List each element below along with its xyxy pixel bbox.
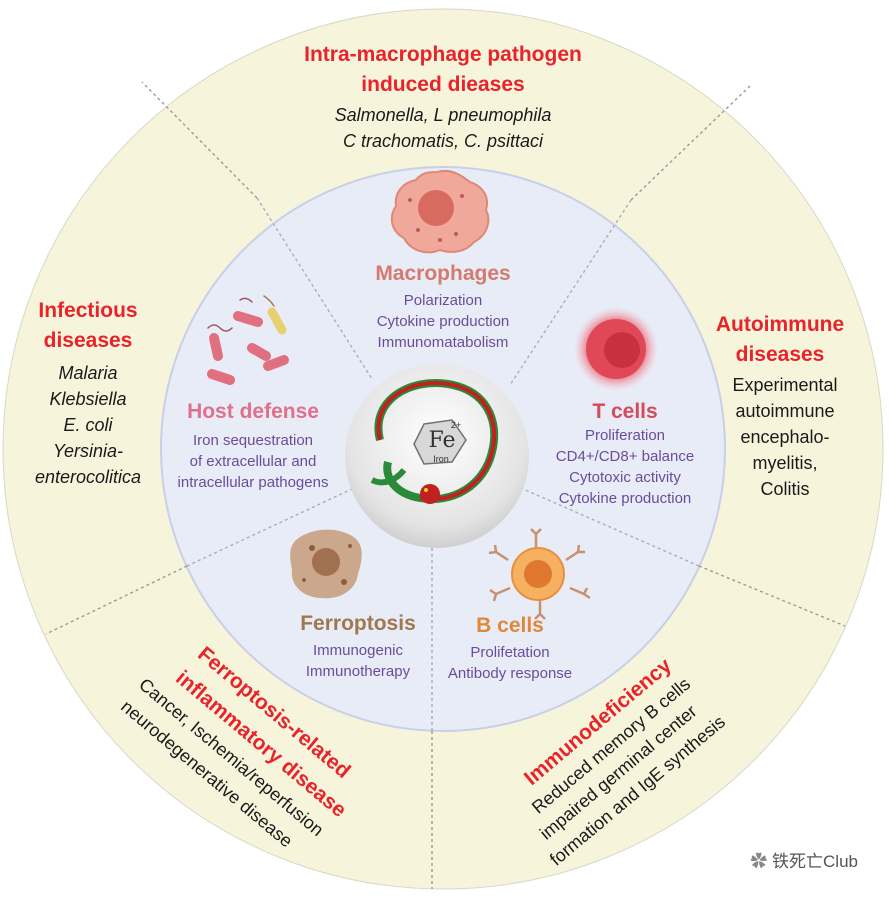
host-defense-title: Host defense (187, 400, 319, 423)
watermark-text: 铁死亡Club (772, 852, 858, 871)
top-section-title-line2: induced dieases (361, 73, 525, 96)
center-element-subtitle: Iron (433, 454, 449, 464)
ferroptosis-item: Immunogenic (312, 642, 404, 659)
b-cells-title: B cells (476, 614, 544, 637)
wechat-icon: ✿ (750, 852, 768, 871)
macrophages-item: Polarization (403, 292, 483, 309)
inner-dividers (186, 197, 700, 731)
top-section-title-line1: Intra-macrophage pathogen (304, 43, 582, 66)
t-cells-item: Cytotoxic activity (569, 469, 681, 486)
center-element-charge: 2+ (450, 420, 462, 430)
host-defense-item: of extracellular and (189, 453, 317, 470)
right-section-item: autoimmune (735, 401, 835, 421)
macrophage-icon (390, 170, 490, 254)
t-cells-item: Cytokine production (558, 490, 692, 507)
iron-dragon-emblem (345, 364, 529, 548)
top-section-items-line1: Salmonella, L pneumophila (334, 105, 552, 125)
watermark: ✿ 铁死亡Club (750, 847, 858, 872)
left-section-item: enterocolitica (34, 467, 142, 487)
b-cells-item: Prolifetation (470, 644, 550, 661)
right-section-item: encephalo- (740, 427, 830, 447)
b-cell-icon (488, 528, 591, 620)
bacteria-icon (207, 295, 289, 385)
t-cell-icon (574, 307, 658, 391)
center-element-symbol: Fe (428, 428, 456, 453)
host-defense-item: Iron sequestration (192, 432, 314, 449)
left-section-item: Klebsiella (49, 389, 127, 409)
macrophages-item: Cytokine production (376, 313, 510, 330)
top-section-items-line2: C trachomatis, C. psittaci (342, 131, 544, 151)
right-section-title-line2: diseases (735, 343, 825, 366)
left-section-item: E. coli (63, 415, 113, 435)
macrophages-title: Macrophages (375, 262, 511, 285)
right-section-item: Experimental (732, 375, 838, 395)
right-section-item: myelitis, (752, 453, 818, 473)
ferroptosis-item: Immunotherapy (305, 663, 411, 680)
left-section-title-line1: Infectious (38, 299, 138, 322)
ferroptosis-cell-icon (290, 529, 362, 599)
right-section-title-line1: Autoimmune (715, 313, 845, 336)
ferroptosis-title: Ferroptosis (300, 612, 416, 635)
t-cells-title: T cells (592, 400, 658, 423)
host-defense-item: intracellular pathogens (177, 474, 329, 491)
b-cells-item: Antibody response (447, 665, 573, 682)
t-cells-item: CD4+/CD8+ balance (555, 448, 695, 465)
outer-dividers (45, 81, 846, 889)
right-section-item: Colitis (760, 479, 810, 499)
left-section-title-line2: diseases (43, 329, 133, 352)
t-cells-item: Proliferation (584, 427, 666, 444)
left-section-item: Malaria (58, 363, 118, 383)
left-section-item: Yersinia- (52, 441, 124, 461)
macrophages-item: Immunomatabolism (377, 334, 509, 351)
